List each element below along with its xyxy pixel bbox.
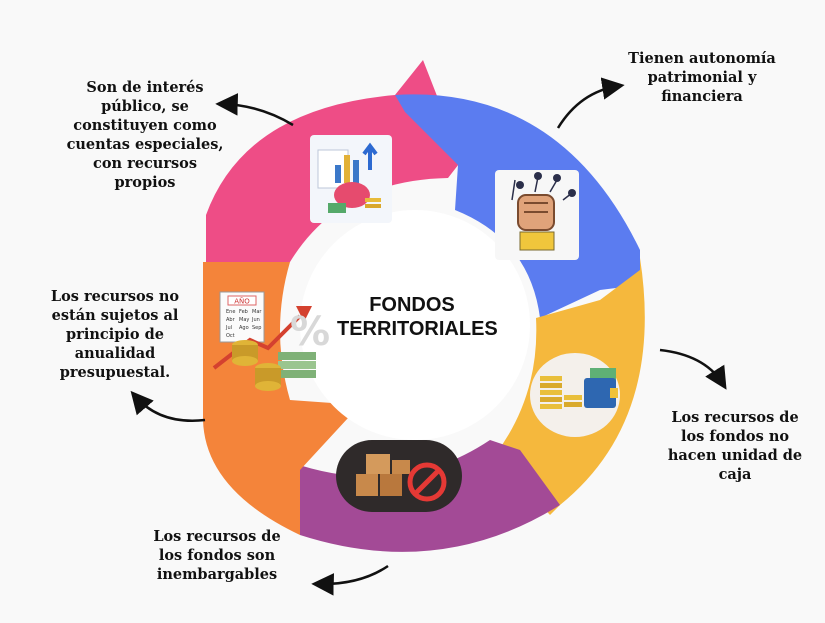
calendar-month-jul: Jul [225,325,232,331]
calendar-month-sep: Sep [252,325,261,331]
calendar-month-oct: Oct [226,333,235,339]
label-unseizable: Los recursos de los fondos son inembarga… [153,528,281,583]
arrow-right [659,348,727,390]
money-wallet-icon [530,353,620,437]
arrow-top-left [215,93,294,127]
arrow-top-right [556,77,625,129]
calendar-month-abr: Abr [226,317,236,323]
label-autonomy: Tienen autonomía patrimonial y financier… [628,50,776,105]
raised-fist-icon [495,170,579,260]
arrow-bottom [311,564,389,596]
center-title: FONDOS TERRITORIALES [337,294,498,340]
label-no-cash-unit: Los recursos de los fondos no hacen unid… [667,409,803,483]
svg-text:%: % [290,309,330,355]
calendar-month-ago: Ago [239,325,249,331]
calendar-month-may: May [239,317,249,323]
arrow-left [130,390,206,422]
calendar-month-ene: Ene [226,309,235,315]
finance-icon [310,135,392,223]
label-public-interest: Son de interés público, se constituyen c… [66,79,224,191]
calendar-month-mar: Mar [252,309,262,315]
label-annuality: Los recursos no están sujetos al princip… [50,288,180,381]
calendar-month-feb: Feb [239,309,248,315]
calendar-month-jun: Jun [251,317,260,323]
calendar-year-label: AÑO [234,297,250,306]
no-boxes-icon [336,440,462,512]
center-circle [300,210,530,440]
